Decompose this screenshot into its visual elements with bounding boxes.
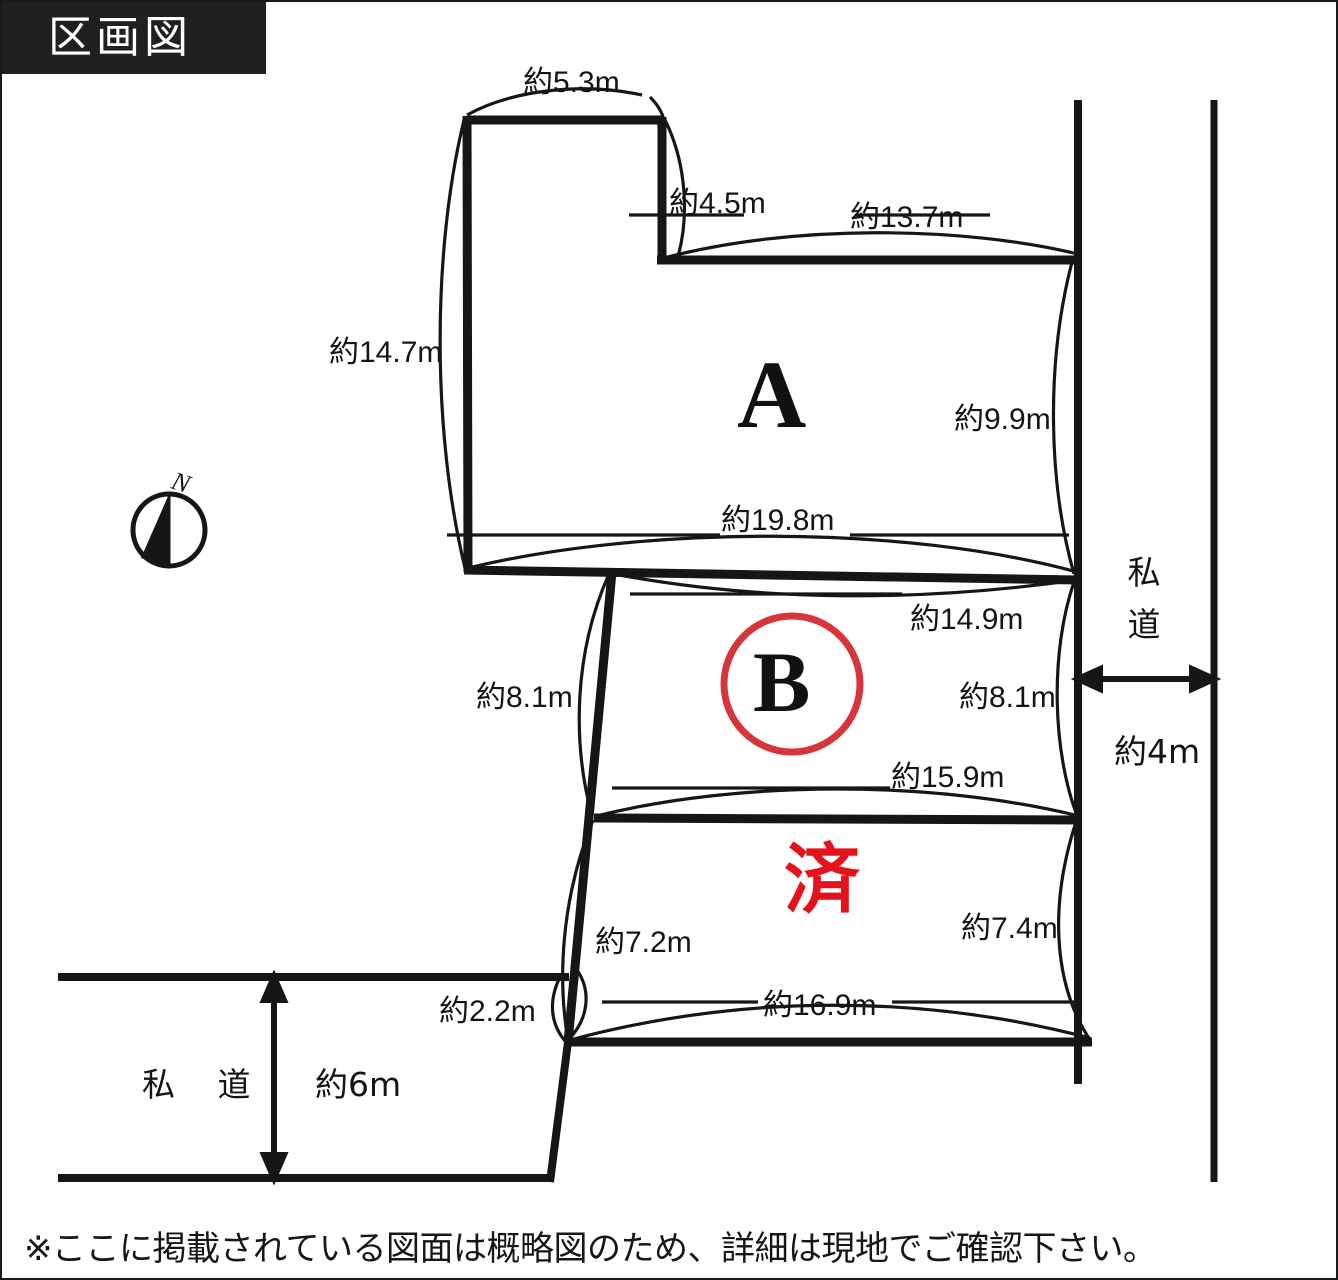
lot-b-label: B [753, 634, 811, 730]
leader-14-7 [438, 119, 467, 569]
dimension-lot-c-bottom: 約16.9m [763, 989, 877, 1022]
leader-2-2b [566, 969, 588, 1042]
leader-16-9 [569, 1003, 1091, 1042]
dimension-lot-a-right: 約9.9m [954, 403, 1051, 436]
leader-9-9 [1051, 261, 1076, 575]
dimension-lot-c-right: 約7.4m [961, 912, 1058, 945]
leader-14-9 [613, 572, 1077, 598]
dimension-lot-b-bottom: 約15.9m [891, 761, 1005, 794]
south-road-width-label: 約6m [315, 1065, 402, 1104]
leader-7-2 [561, 819, 595, 1041]
header-banner [2, 2, 266, 74]
lot-a-label: A [737, 341, 807, 448]
leader-5-3b [648, 95, 666, 121]
dimension-lot-b-left: 約8.1m [476, 681, 573, 714]
divider-b-c [593, 813, 1081, 825]
leader-2-2 [550, 974, 568, 1044]
east-road-width-label: 約4m [1114, 732, 1201, 771]
leader-5-3 [466, 87, 643, 117]
east-private-road-label: 私道 [1127, 553, 1161, 644]
south-private-road-label: 私 道 [142, 1065, 267, 1104]
south-road-east-edge [546, 1041, 572, 1183]
dimension-lot-b-top: 約14.9m [910, 603, 1024, 636]
leader-8-1-left [577, 573, 611, 817]
east-road-width-arrow [1070, 664, 1222, 694]
dimension-lot-c-left: 約7.2m [595, 926, 692, 959]
leader-15-9 [595, 787, 1080, 818]
leader-8-1-right [1055, 581, 1080, 819]
footer-disclaimer: ※ここに掲載されている図面は概略図のため、詳細は現地でご確認下さい。 [24, 1229, 1157, 1269]
south-road-width-arrow [259, 969, 289, 1186]
dimension-top-notch-width: 約5.3m [523, 66, 620, 99]
dimension-lot-b-right: 約8.1m [959, 681, 1056, 714]
dimension-lot-a-top: 約13.7m [850, 201, 964, 234]
dimension-south-stub: 約2.2m [439, 995, 536, 1028]
leader-13-7 [663, 231, 1079, 260]
dimension-lot-a-bottom: 約19.8m [721, 504, 835, 537]
boundary-lot-a-left [462, 115, 473, 573]
leader-7-4 [1057, 821, 1092, 1041]
boundary-lot-a-bottom [463, 565, 1079, 585]
lot-b-highlight-circle [720, 612, 864, 756]
leader-19-8 [467, 534, 1078, 574]
dimension-notch-drop: 約4.5m [669, 187, 766, 220]
sold-stamp: 済 [784, 835, 860, 924]
leader-4-5 [663, 119, 687, 261]
page-title: 区画図 [48, 12, 192, 63]
dimension-lot-a-left: 約14.7m [329, 336, 443, 369]
compass-rose [130, 491, 208, 569]
